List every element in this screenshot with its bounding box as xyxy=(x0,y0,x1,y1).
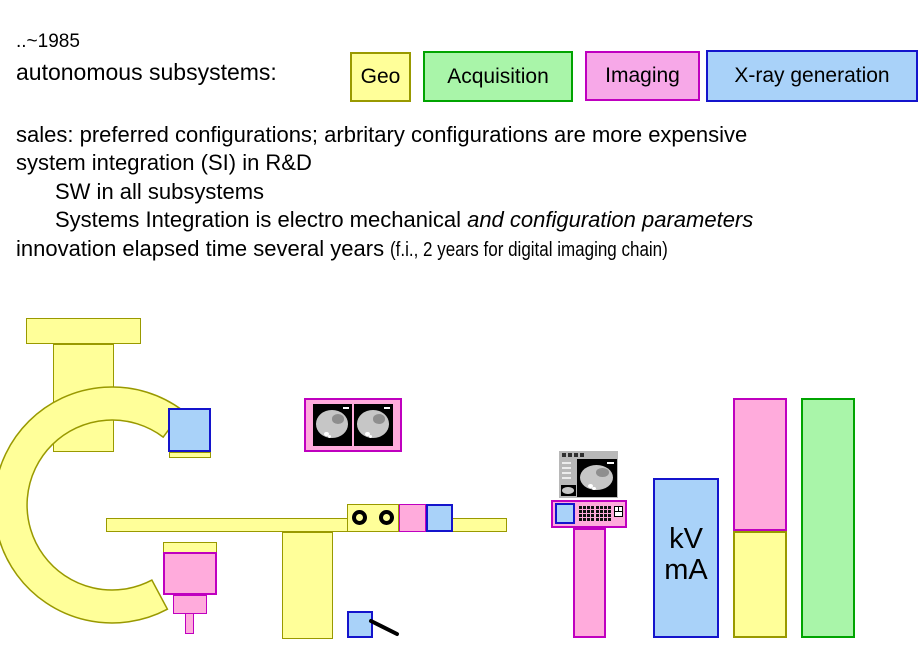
table-imaging-module xyxy=(399,504,426,532)
window-buttons-icon xyxy=(562,453,584,457)
dual-monitor-unit xyxy=(304,398,402,452)
si-electro-regular: Systems Integration is electro mechanica… xyxy=(55,207,468,232)
xray-image-organ xyxy=(372,414,385,424)
xray-image-organ xyxy=(596,468,609,477)
xray-image-speck xyxy=(327,434,332,439)
table-xray-module xyxy=(426,504,453,532)
foot-pedal xyxy=(347,611,373,638)
imaging-cabinet-bar xyxy=(733,398,787,531)
xray-image-speck xyxy=(368,434,373,439)
patient-table-pedestal xyxy=(282,532,333,639)
innovation-regular: innovation elapsed time several years xyxy=(16,236,391,261)
geo-cabinet-bar xyxy=(733,531,787,638)
foot-pedal-cable-svg xyxy=(369,619,399,636)
keypad-icon xyxy=(596,506,611,521)
foot-pedal-cable xyxy=(369,619,399,636)
carm-mount-bar xyxy=(26,318,141,344)
image-intensifier-mount-strip xyxy=(169,452,211,458)
generator-cabinet: kV mA xyxy=(653,478,719,638)
mouse-icon xyxy=(614,506,623,517)
console-panel xyxy=(551,500,627,528)
paragraph-line-sw: SW in all subsystems xyxy=(55,179,265,204)
paragraph-line-si-electro: Systems Integration is electro mechanica… xyxy=(55,207,753,233)
carm-arc-svg xyxy=(0,386,185,624)
xray-image-body xyxy=(357,410,390,439)
xray-image-organ xyxy=(331,414,344,424)
workstation-screen xyxy=(577,459,617,497)
workstation-monitor xyxy=(559,451,618,498)
monitor-screen-left xyxy=(313,404,352,446)
xray-image-body xyxy=(316,410,349,439)
paragraph-line-sales: sales: preferred configurations; arbrita… xyxy=(16,122,748,147)
xray-tube-collimator xyxy=(173,595,207,614)
legend-box-geo: Geo xyxy=(350,52,411,102)
table-knob-icon xyxy=(352,510,367,525)
si-electro-italic: and configuration parameters xyxy=(467,207,754,232)
console-pedestal xyxy=(573,528,606,638)
screen-marker-icon xyxy=(342,407,349,410)
xray-image-speck xyxy=(364,431,370,437)
legend-box-xray-generation: X-ray generation xyxy=(706,50,918,102)
monitor-screen-right xyxy=(354,404,393,446)
carm-arc-shape xyxy=(0,386,185,624)
legend-label-acquisition: Acquisition xyxy=(447,64,549,88)
paragraph-line-system-integration: system integration (SI) in R&D xyxy=(16,150,312,175)
generator-ma-label: mA xyxy=(664,554,708,586)
keypad-icon xyxy=(579,506,594,521)
legend-label-xray-generation: X-ray generation xyxy=(734,64,890,87)
innovation-parenthetical: (f.i., 2 years for digital imaging chain… xyxy=(390,239,669,261)
xray-tube-stem xyxy=(185,613,194,634)
acquisition-cabinet-bar xyxy=(801,398,855,638)
screen-marker-icon xyxy=(383,407,390,410)
thumbnail-blob xyxy=(562,486,575,494)
console-display xyxy=(555,503,575,524)
table-knob-icon xyxy=(379,510,394,525)
era-label: ..~1985 xyxy=(16,31,80,52)
xray-image-speck xyxy=(588,484,594,489)
xray-tube-housing xyxy=(163,552,217,595)
xray-image-speck xyxy=(592,486,596,490)
image-intensifier xyxy=(168,408,211,452)
subtitle-label: autonomous subsystems: xyxy=(16,59,277,85)
generator-kv-label: kV xyxy=(669,523,703,555)
xray-image-speck xyxy=(323,431,329,437)
thumbnail-image xyxy=(561,485,576,496)
legend-box-acquisition: Acquisition xyxy=(423,51,573,102)
legend-box-imaging: Imaging xyxy=(585,51,700,101)
screen-marker-icon xyxy=(607,462,614,464)
menu-lines-icon xyxy=(562,462,571,480)
legend-label-geo: Geo xyxy=(360,65,401,88)
legend-label-imaging: Imaging xyxy=(605,64,680,87)
paragraph-line-innovation: innovation elapsed time several years (f… xyxy=(16,236,717,262)
xray-image-body xyxy=(580,464,613,490)
